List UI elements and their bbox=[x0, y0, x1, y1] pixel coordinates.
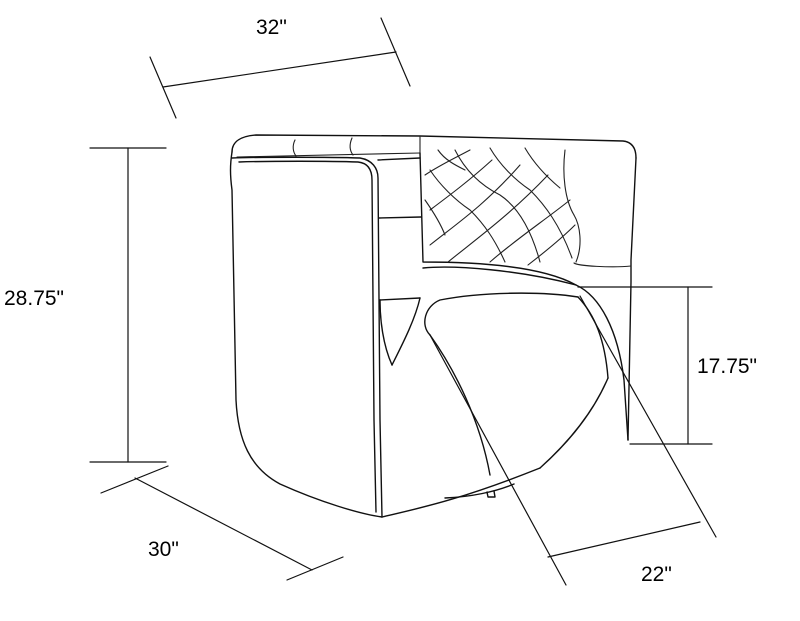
height-label: 28.75" bbox=[4, 287, 65, 310]
seat-height-label: 17.75" bbox=[697, 355, 758, 378]
width-label: 32" bbox=[256, 16, 287, 39]
seat-height-dimension-line bbox=[577, 286, 713, 445]
height-dimension-line bbox=[89, 147, 167, 463]
chair-outline bbox=[229, 134, 637, 518]
depth-label: 30" bbox=[148, 538, 179, 561]
width-dimension-line bbox=[149, 17, 411, 119]
depth-dimension-line bbox=[100, 465, 344, 581]
seat-depth-label: 22" bbox=[641, 563, 672, 586]
tufted-back-panel bbox=[424, 147, 581, 266]
seat-depth-dimension-line bbox=[429, 295, 717, 586]
